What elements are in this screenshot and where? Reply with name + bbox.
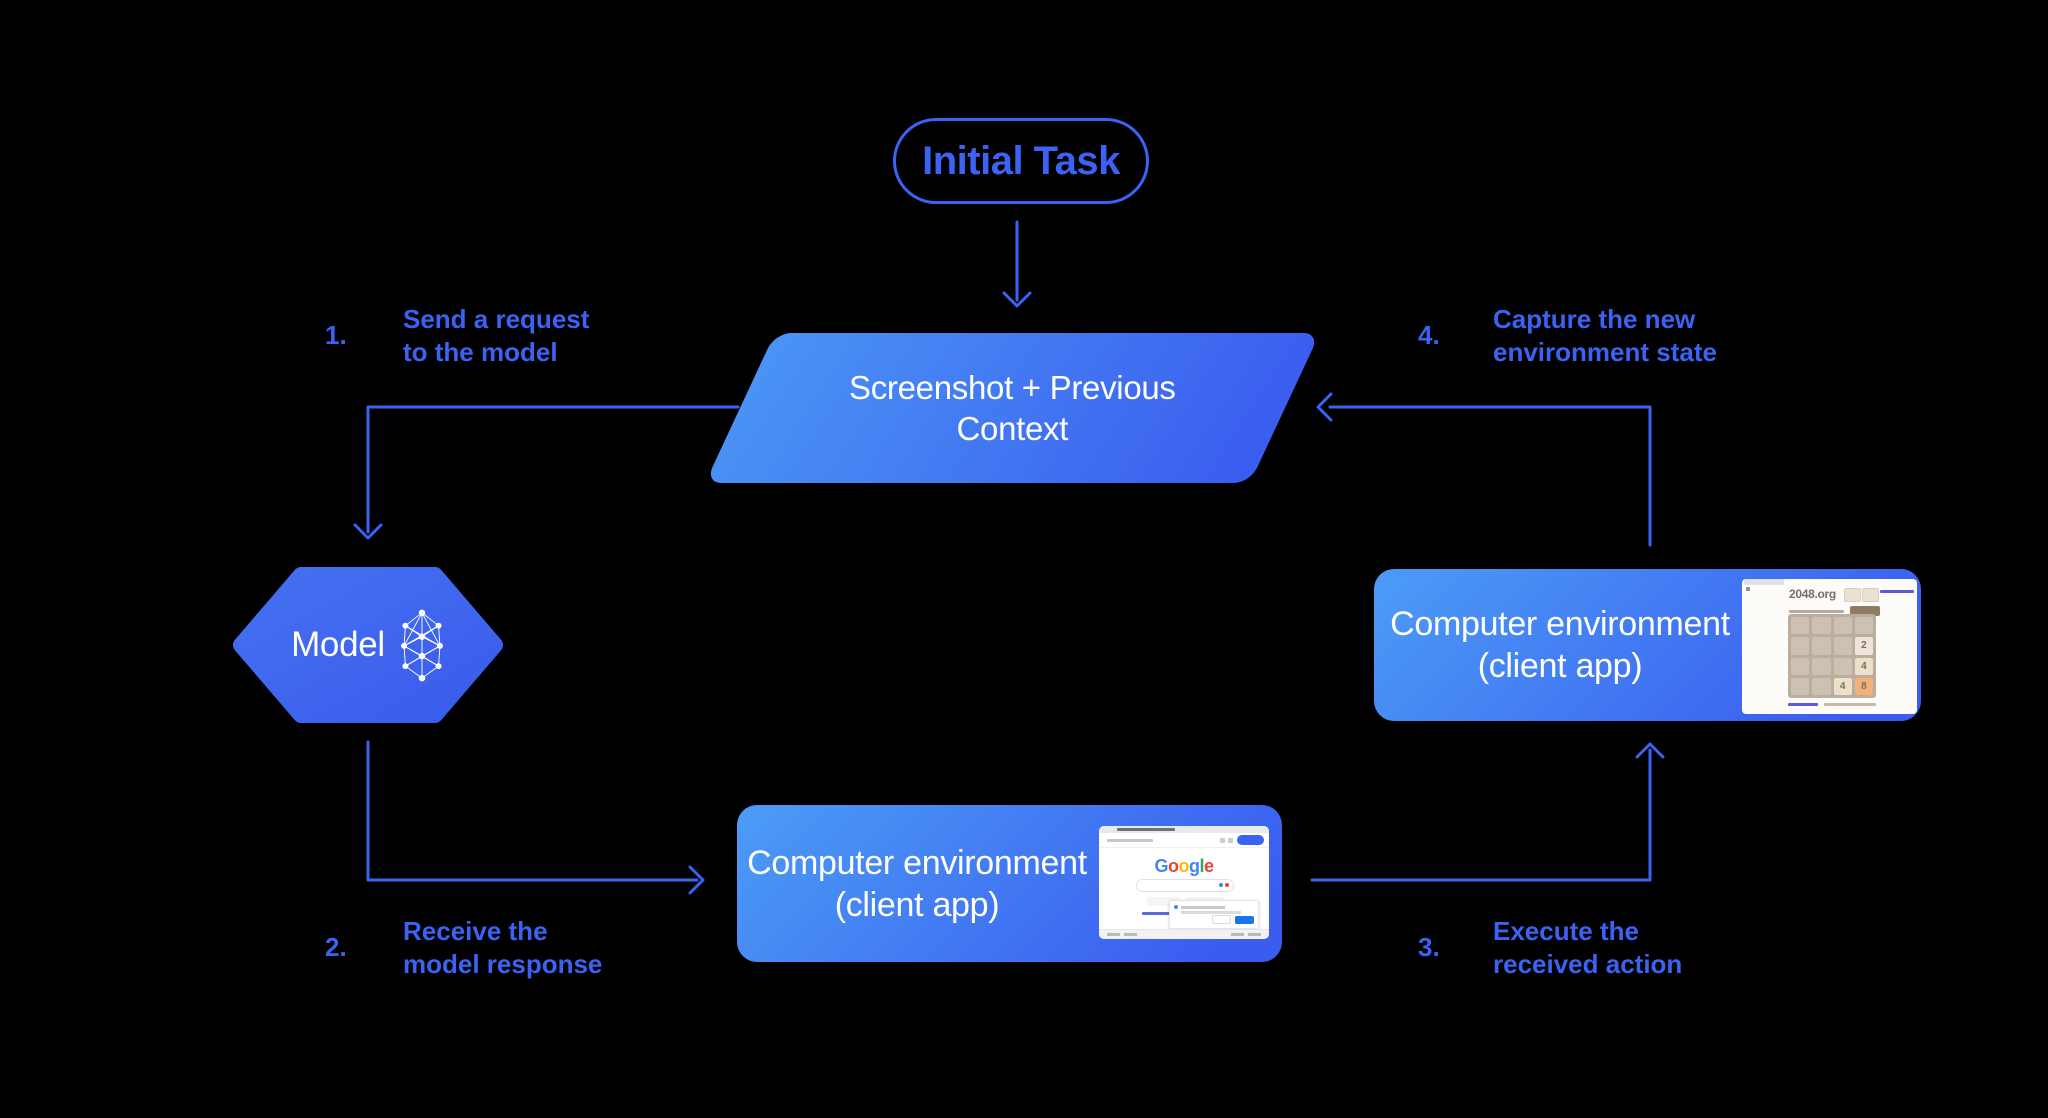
model-label: Model [291, 625, 385, 664]
toolbar-icon [1228, 838, 1233, 843]
browser-toolbar [1099, 833, 1269, 848]
initial-task-label: Initial Task [922, 138, 1120, 183]
google-search-bar [1136, 879, 1234, 892]
google-search-button [1147, 897, 1181, 906]
sign-in-button [1237, 835, 1264, 845]
browser-tab [1744, 579, 1784, 585]
node-env-client-app-bottom: Computer environment (client app) Google [737, 805, 1282, 962]
arrow-env-to-context [1316, 392, 1652, 547]
google-footer [1099, 929, 1269, 939]
browser-icon [1746, 587, 1750, 591]
score-box [1844, 588, 1861, 602]
new-game-button [1850, 606, 1880, 616]
arrow-model-to-env [366, 740, 705, 895]
browser-tab-bar [1099, 826, 1269, 833]
env-bottom-label: Computer environment (client app) [747, 843, 1087, 924]
google-favicon [1174, 905, 1178, 909]
screenshot-context-label: Screenshot + Previous Context [849, 369, 1176, 447]
arrow-context-to-model [353, 405, 740, 540]
env-right-label: Computer environment (client app) [1390, 605, 1730, 685]
dialog-secondary-button [1212, 915, 1231, 924]
arrow-task-to-context [1002, 220, 1032, 308]
node-model: Model [232, 566, 504, 724]
dialog-primary-button [1235, 916, 1254, 924]
node-screenshot-context: Screenshot + Previous Context [705, 333, 1320, 483]
google-logo: Google [1154, 856, 1214, 876]
mic-icon [1219, 883, 1223, 887]
address-bar [1107, 839, 1153, 842]
neural-network-icon [400, 609, 443, 682]
best-score-box [1862, 588, 1879, 602]
lens-icon [1225, 883, 1229, 887]
node-initial-task: Initial Task [893, 118, 1149, 204]
cookie-dialog [1169, 900, 1259, 929]
footer-text [1824, 703, 1876, 706]
arrow-env-to-env [1310, 742, 1665, 882]
toolbar-icon [1220, 838, 1225, 843]
model-hexagon-shape [233, 567, 503, 723]
footer-link [1788, 703, 1818, 706]
node-env-client-app-right: Computer environment (client app) 2048.o… [1374, 569, 1921, 721]
game-site-title: 2048.org [1789, 587, 1836, 601]
header-link [1880, 590, 1914, 593]
google-homepage-thumbnail: Google [1099, 826, 1269, 939]
game-subtitle-text [1789, 610, 1844, 613]
